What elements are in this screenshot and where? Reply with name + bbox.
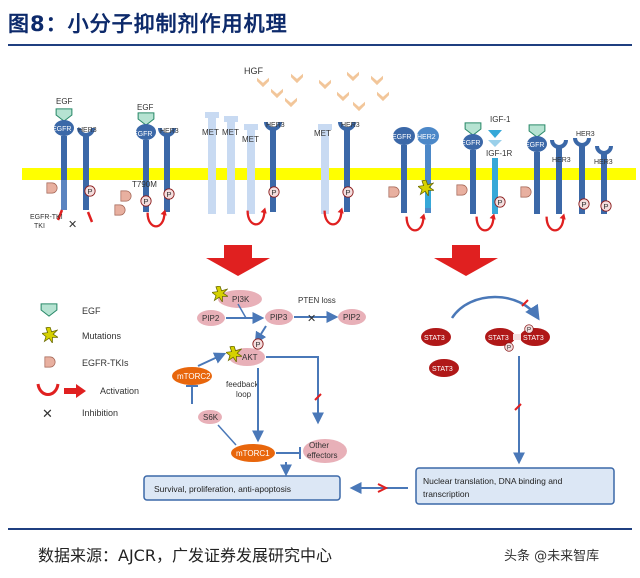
svg-text:HER3: HER3 bbox=[576, 131, 595, 138]
nuclear-text: Nuclear translation, DNA binding and bbox=[423, 476, 563, 486]
watermark: 头条 @未来智库 bbox=[504, 549, 600, 564]
t790m-label: T790M bbox=[132, 180, 157, 189]
nuclear-box: Nuclear translation, DNA binding and tra… bbox=[415, 467, 615, 505]
svg-text:HER3: HER3 bbox=[594, 159, 613, 166]
receptor-group-igf1r: EGFR IGF-1 IGF-1R bbox=[456, 115, 512, 232]
igf1-label: IGF-1 bbox=[490, 115, 511, 124]
receptor-group-egfr-her3: EGF EGFR HER3 ✕ EGFR-TKI TKI bbox=[30, 97, 97, 231]
svg-text:HER3: HER3 bbox=[552, 157, 571, 164]
receptor-group-her3-cluster: EGFR HER3 HER3 HER3 bbox=[520, 124, 613, 232]
svg-text:EGFR: EGFR bbox=[133, 131, 152, 138]
svg-text:MET: MET bbox=[314, 129, 331, 138]
svg-text:MET: MET bbox=[222, 128, 239, 137]
stat3-node-1: STAT3 bbox=[424, 335, 445, 342]
legend-tkis: EGFR-TKIs bbox=[82, 358, 129, 368]
pten-loss-label: PTEN loss bbox=[298, 296, 336, 305]
stat3-node-2: STAT3 bbox=[432, 366, 453, 373]
svg-text:EGF: EGF bbox=[137, 103, 154, 112]
met-label: MET bbox=[202, 128, 219, 137]
figure-title: 图8：小分子抑制剂作用机理 bbox=[8, 12, 288, 36]
mtorc1-node: mTORC1 bbox=[236, 449, 270, 458]
legend-egf: EGF bbox=[82, 306, 101, 316]
igf1r-label: IGF-1R bbox=[486, 149, 512, 158]
svg-text:HER3: HER3 bbox=[341, 122, 360, 129]
egf-label: EGF bbox=[56, 97, 73, 106]
svg-text:TKI: TKI bbox=[34, 223, 45, 230]
footer-divider bbox=[8, 528, 632, 530]
legend: EGF Mutations EGFR-TKIs Activation ✕ Inh… bbox=[36, 303, 139, 421]
pip3-node: PIP3 bbox=[270, 313, 288, 322]
stat3-pathway: STAT3 STAT3 STAT3 STAT3 bbox=[421, 295, 550, 465]
akt-node: AKT bbox=[242, 353, 258, 362]
outcome-text: Survival, proliferation, anti-apoptosis bbox=[154, 484, 291, 494]
mtorc2-node: mTORC2 bbox=[177, 372, 211, 381]
her2-label: HER2 bbox=[417, 134, 436, 141]
her3-label: HER3 bbox=[78, 127, 97, 134]
hgf-ligands bbox=[257, 71, 389, 112]
svg-text:✕: ✕ bbox=[307, 313, 316, 325]
svg-text:EGFR: EGFR bbox=[525, 142, 544, 149]
tki-label: EGFR-TKI bbox=[30, 214, 63, 221]
svg-text:✕: ✕ bbox=[68, 219, 77, 231]
egfr-label: EGFR bbox=[52, 126, 71, 133]
receptor-group-met: MET MET MET HER3 bbox=[202, 112, 285, 226]
svg-text:EGFR: EGFR bbox=[461, 140, 480, 147]
pip2-output-node: PIP2 bbox=[343, 313, 361, 322]
title-divider bbox=[8, 44, 632, 46]
svg-text:EGFR: EGFR bbox=[392, 134, 411, 141]
other-effectors-node: Other bbox=[309, 441, 329, 450]
svg-text:transcription: transcription bbox=[423, 489, 470, 499]
svg-text:loop: loop bbox=[236, 390, 252, 399]
legend-activation: Activation bbox=[100, 386, 139, 396]
activation-arrow-left bbox=[206, 245, 270, 276]
receptor-group-t790m: EGF EGFR HER3 T790M bbox=[114, 103, 179, 228]
pi3k-node: PI3K bbox=[232, 295, 250, 304]
hgf-label: HGF bbox=[244, 66, 264, 76]
legend-inhibition: Inhibition bbox=[82, 408, 118, 418]
stat3-dimer-left: STAT3 bbox=[488, 335, 509, 342]
pip2-node: PIP2 bbox=[202, 314, 220, 323]
activation-arrow-right bbox=[434, 245, 498, 276]
svg-text:MET: MET bbox=[242, 135, 259, 144]
receptor-group-her2: EGFR HER2 bbox=[388, 127, 439, 232]
source-note: 数据来源：AJCR，广发证券发展研究中心 bbox=[38, 546, 332, 565]
legend-mutations: Mutations bbox=[82, 331, 122, 341]
svg-text:effectors: effectors bbox=[307, 451, 338, 460]
pi3k-pathway: PI3K PIP2 PIP3 PTEN loss ✕ PIP2 AKT mTOR… bbox=[172, 286, 366, 477]
stat3-dimer-right: STAT3 bbox=[523, 335, 544, 342]
s6k-node: S6K bbox=[203, 413, 219, 422]
svg-text:HER3: HER3 bbox=[266, 122, 285, 129]
outcome-box: Survival, proliferation, anti-apoptosis bbox=[143, 475, 341, 501]
svg-text:HER3: HER3 bbox=[160, 128, 179, 135]
receptor-group-met-her3: MET HER3 bbox=[314, 121, 360, 226]
feedback-loop-label: feedback bbox=[226, 380, 259, 389]
svg-text:✕: ✕ bbox=[42, 406, 53, 421]
